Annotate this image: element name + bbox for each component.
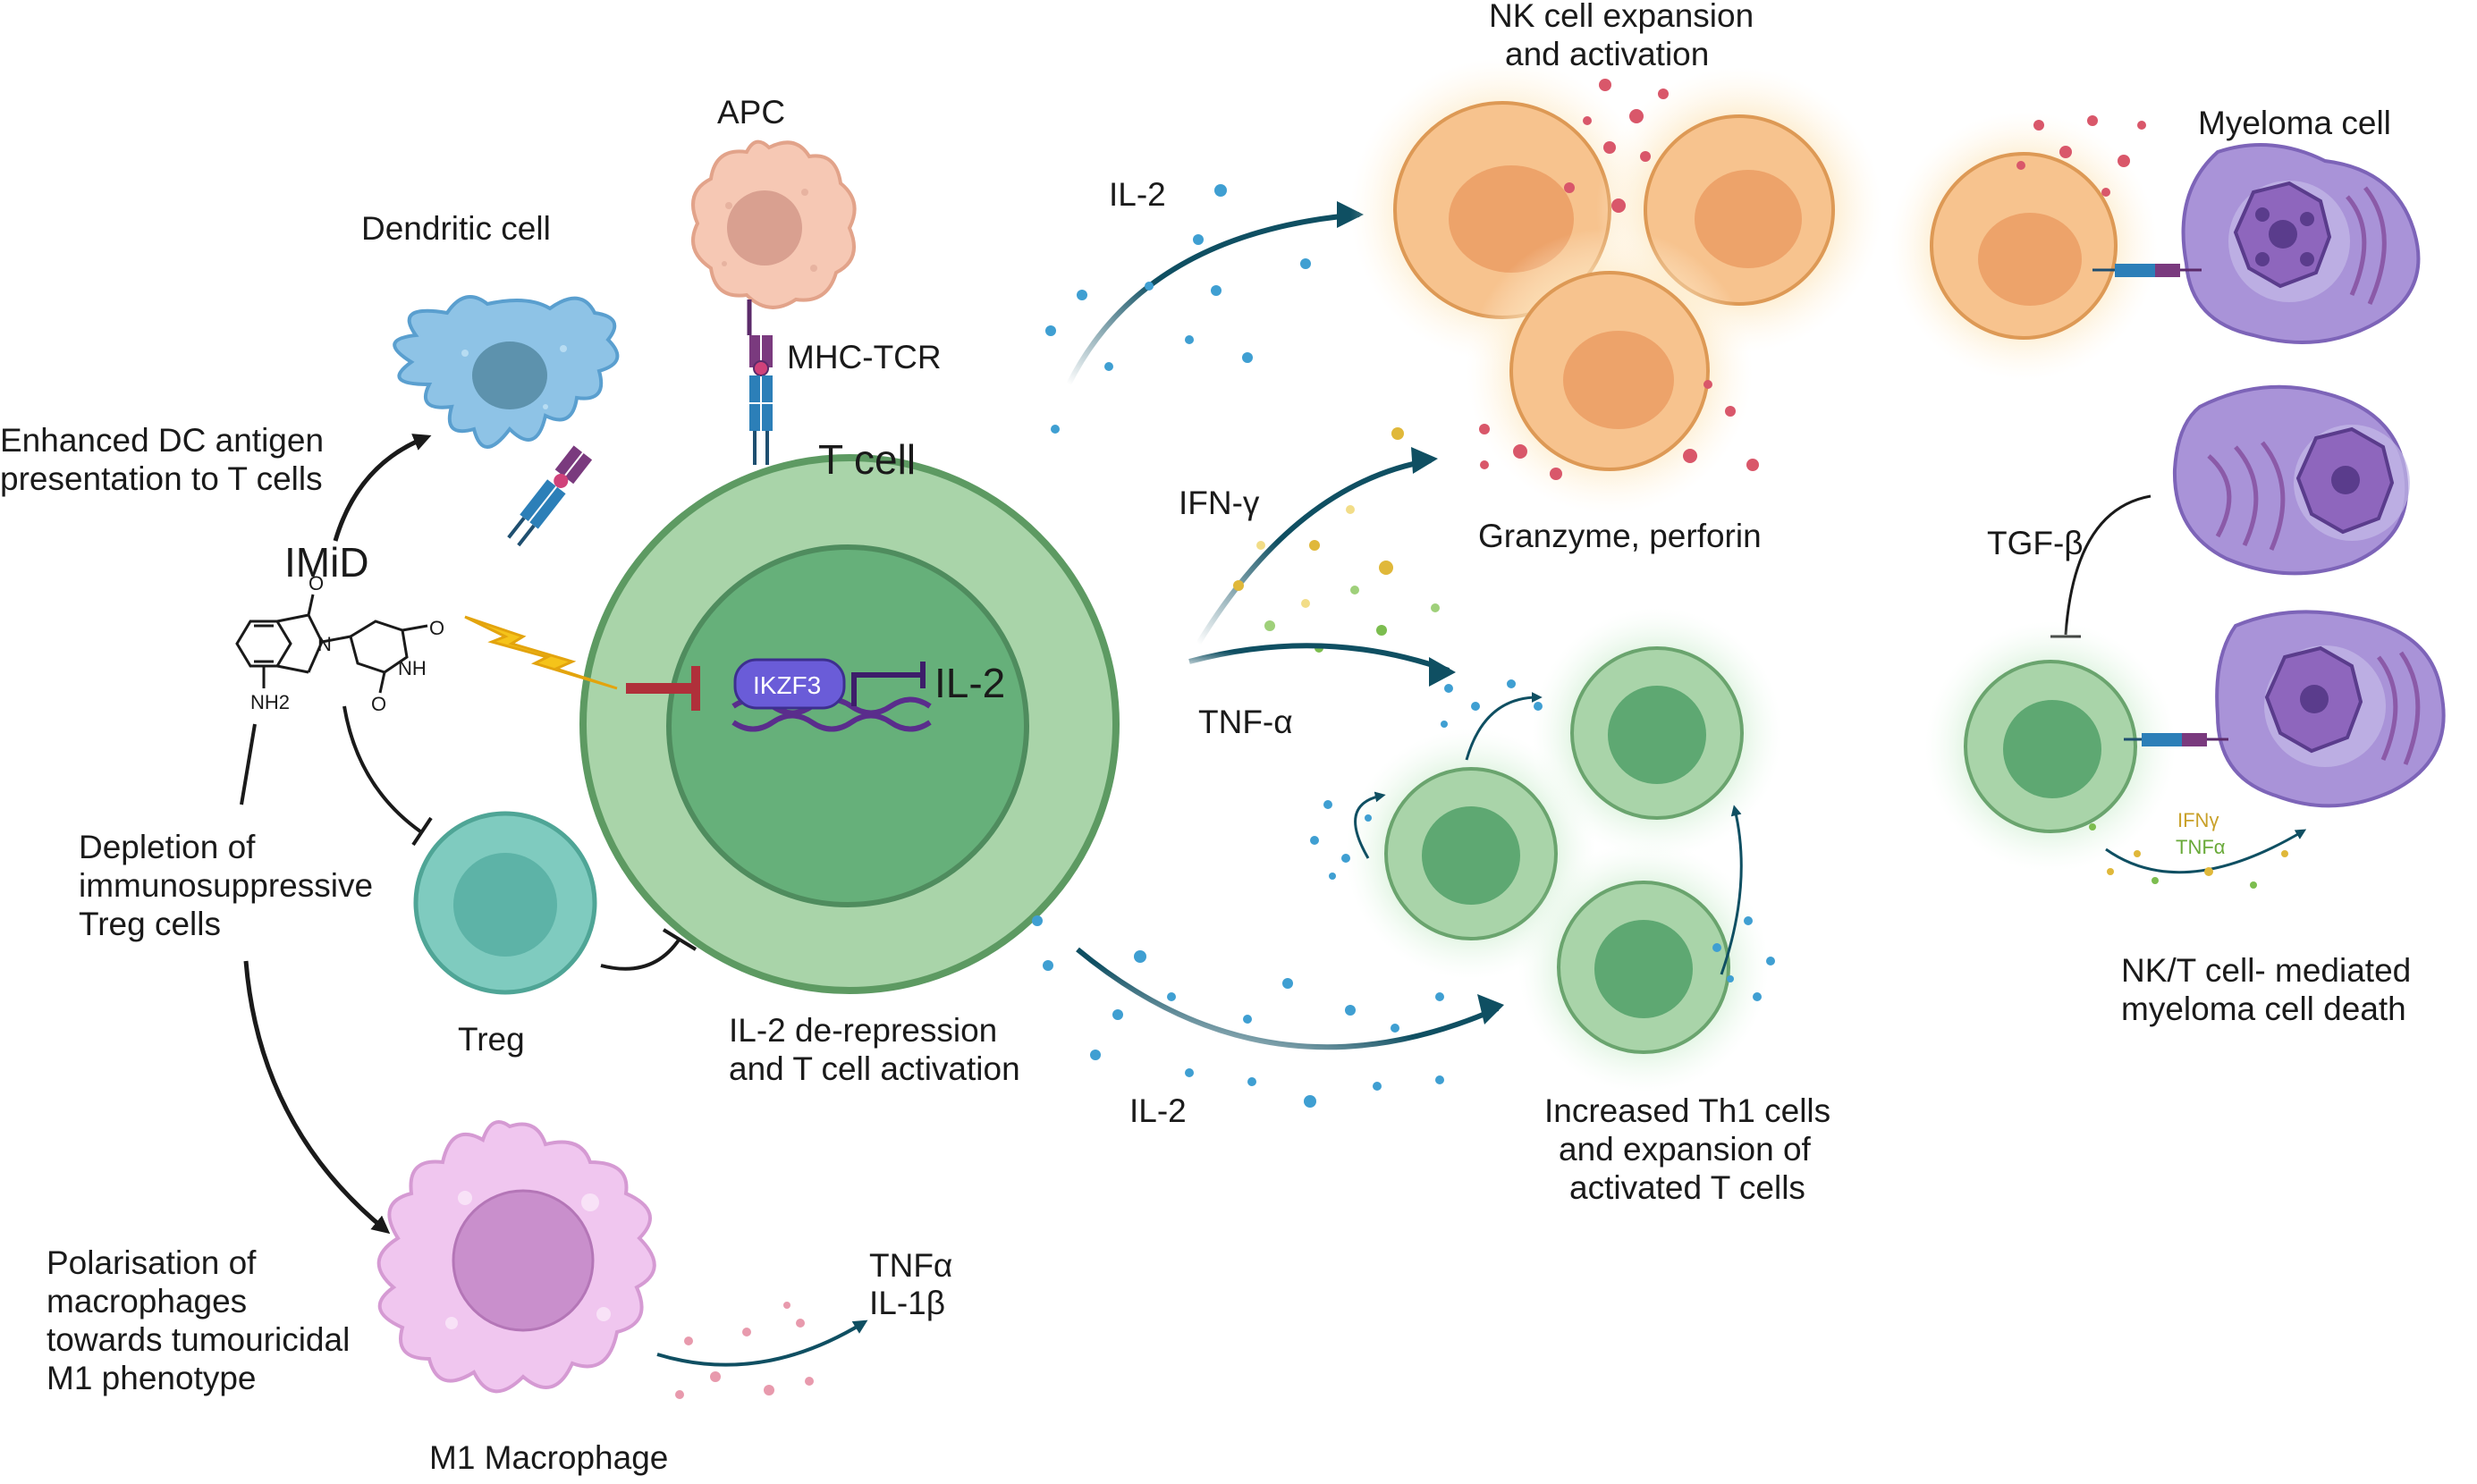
macrophage-cytokines — [675, 1302, 814, 1399]
mhc-tcr-label: MHC-TCR — [787, 339, 942, 375]
myeloma-cell-2 — [2172, 384, 2410, 576]
nkt-death-label-2: myeloma cell death — [2121, 991, 2406, 1027]
tgf-beta-label: TGF-β — [1987, 525, 2084, 561]
enhanced-dc-label-1: Enhanced DC antigen — [0, 422, 324, 459]
chem-n: N — [317, 633, 332, 655]
imid-label: IMiD — [284, 539, 369, 586]
right-receptor-1 — [2092, 264, 2202, 277]
treg-label: Treg — [458, 1021, 525, 1058]
dendritic-cell-label: Dendritic cell — [361, 210, 551, 247]
right-t-cell — [1925, 621, 2176, 872]
tnf-to-th1-arrow — [1188, 643, 1450, 673]
right-receptor-2 — [2124, 733, 2228, 746]
il2-to-tcells-arrow — [1076, 947, 1500, 1050]
depletion-label-3: Treg cells — [79, 906, 221, 942]
depletion-label-2: immunosuppressive — [79, 867, 373, 904]
right-nk-cell — [1889, 112, 2158, 380]
dendritic-cell — [393, 295, 620, 449]
nkt-death-label-1: NK/T cell- mediated — [2121, 952, 2411, 989]
polarisation-label-2: macrophages — [46, 1283, 247, 1320]
m1-macrophage-cell — [376, 1120, 656, 1394]
il2-top-label: IL-2 — [1109, 176, 1166, 213]
il2-bottom-cytokines — [1032, 915, 1444, 1108]
il2-derep-label-1: IL-2 de-repression — [729, 1012, 997, 1049]
chem-o-2: O — [429, 617, 444, 639]
il2-top-cytokines — [1045, 184, 1311, 434]
enhanced-dc-label-2: presentation to T cells — [0, 460, 323, 497]
ifn-to-nk-arrow — [1196, 458, 1432, 645]
myeloma-cell-3 — [2215, 610, 2446, 808]
lightning-icon — [464, 615, 618, 690]
t-cell-label: T cell — [818, 436, 916, 483]
macrophage-cytokine-arrow — [656, 1320, 868, 1367]
mhc-tcr-receptor-icon — [747, 299, 773, 465]
activated-t-cell-3 — [1518, 842, 1769, 1092]
chem-o-1: O — [309, 572, 324, 594]
th1-label-1: Increased Th1 cells — [1544, 1092, 1830, 1129]
tnf-mac-label: TNFα — [869, 1247, 952, 1284]
right-cytokines — [2089, 823, 2288, 889]
ifn-small-label: IFNγ — [2177, 809, 2219, 831]
tgf-beta-inhibition — [2064, 494, 2152, 636]
m1-macrophage-label: M1 Macrophage — [429, 1439, 668, 1476]
il2-to-nk-arrow — [1066, 212, 1360, 386]
treg-cell — [413, 811, 597, 995]
tnf-small-label: TNFα — [2176, 836, 2226, 858]
th1-label-3: activated T cells — [1569, 1169, 1805, 1206]
polarisation-label-3: towards tumouricidal — [46, 1321, 350, 1358]
il2-gene-label: IL-2 — [934, 660, 1005, 706]
imid-to-dc-arrow — [333, 434, 432, 542]
ifn-cytokines — [1233, 427, 1440, 653]
imid-treg-inhibition — [342, 705, 422, 833]
nk-cell-3 — [1467, 228, 1753, 514]
nk-title-2: and activation — [1505, 36, 1709, 72]
to-macrophage-arrow — [243, 960, 391, 1235]
myeloma-cell-1 — [2181, 143, 2421, 344]
imid-molecule-icon — [235, 594, 428, 694]
chem-nh: NH — [398, 657, 427, 679]
il2-bottom-label: IL-2 — [1129, 1092, 1187, 1129]
myeloma-cell-label: Myeloma cell — [2198, 105, 2391, 141]
th1-cytokines — [1310, 679, 1775, 1001]
tnf-alpha-label: TNF-α — [1198, 704, 1293, 740]
right-granzyme — [2016, 115, 2146, 197]
ifn-gamma-label: IFN-γ — [1179, 485, 1260, 521]
il2-derep-label-2: and T cell activation — [729, 1050, 1020, 1087]
granzyme-particles — [1479, 79, 1759, 480]
granzyme-label: Granzyme, perforin — [1478, 518, 1762, 554]
il2-promoter-arrow — [851, 672, 923, 706]
polarisation-label-4: M1 phenotype — [46, 1360, 257, 1396]
chem-nh2: NH2 — [250, 691, 290, 713]
nk-title-1: NK cell expansion — [1489, 0, 1754, 34]
chem-o-3: O — [371, 693, 386, 715]
ikzf3-protein — [733, 658, 846, 710]
il1b-label: IL-1β — [869, 1285, 945, 1321]
apc-cell — [691, 139, 857, 309]
depletion-label-1: Depletion of — [79, 829, 256, 865]
activated-t-cell-1 — [1532, 608, 1782, 858]
treg-inhibits-tcell — [600, 937, 681, 971]
apc-label: APC — [717, 94, 785, 131]
th1-label-2: and expansion of — [1559, 1131, 1812, 1168]
right-cytokine-arrow — [2105, 829, 2307, 874]
dc-receptor-icon — [507, 445, 593, 547]
ikzf3-label: IKZF3 — [753, 671, 821, 699]
polarisation-label-1: Polarisation of — [46, 1244, 257, 1281]
